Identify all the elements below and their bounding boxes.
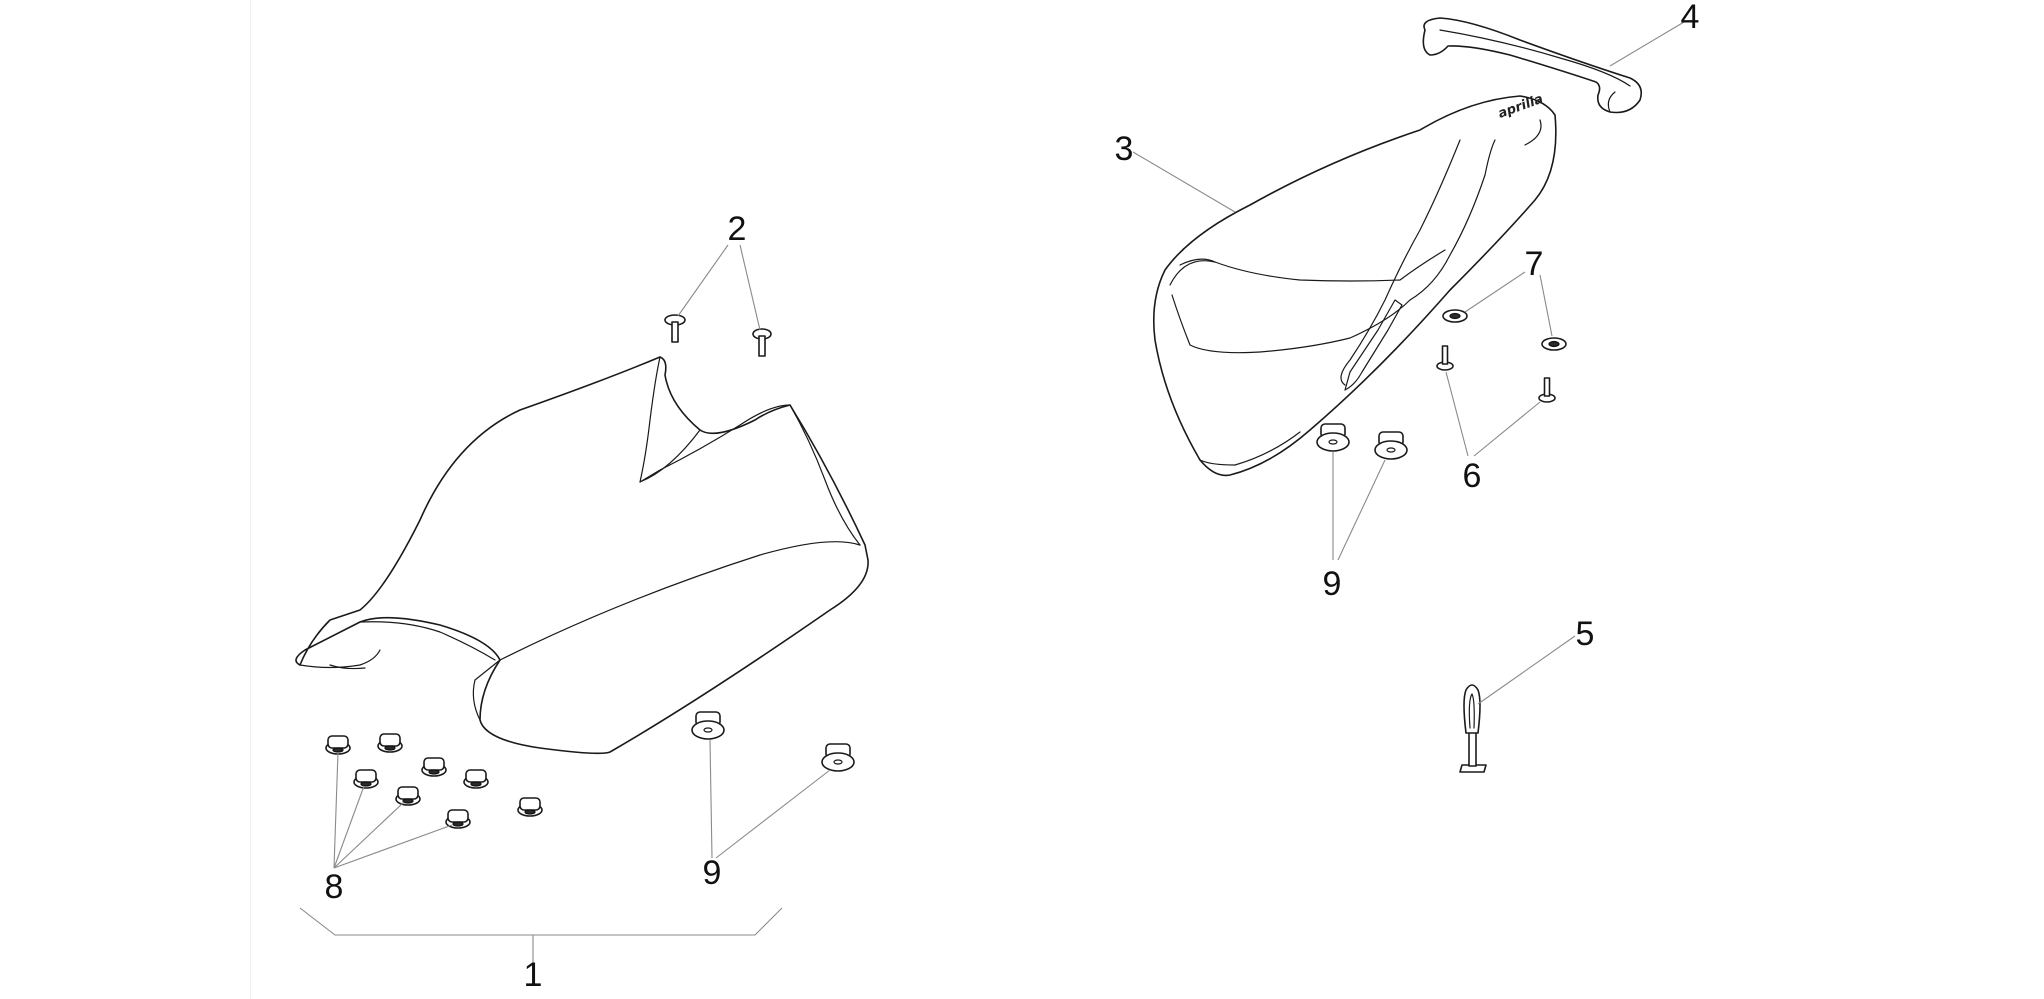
callout-4: 4	[1681, 0, 1700, 36]
washers	[1442, 309, 1567, 351]
callout-9-left: 9	[703, 854, 722, 892]
callout-2: 2	[728, 210, 747, 248]
callout-8: 8	[325, 868, 344, 906]
callout-7: 7	[1525, 245, 1544, 283]
callout-1: 1	[524, 956, 543, 994]
seat-rubber-buffers	[325, 733, 543, 829]
callout-3: 3	[1115, 130, 1134, 168]
seat-dampers	[1316, 423, 1408, 460]
callout-5: 5	[1576, 615, 1595, 653]
passenger-seat-cover: aprilia	[1152, 92, 1557, 477]
seat-dampers	[691, 711, 855, 772]
callout-9-right: 9	[1323, 565, 1342, 603]
callout-labels: 1 2 3 4 5 6 7 8 9 9	[325, 0, 1700, 994]
seat-key-tool	[1459, 684, 1487, 773]
grab-handle	[1422, 17, 1643, 114]
cover-screws	[1436, 345, 1556, 403]
frame-divider	[250, 0, 251, 999]
screw-pair	[664, 314, 772, 357]
leader-lines	[299, 21, 1685, 968]
callout-6: 6	[1463, 457, 1482, 495]
rider-seat	[295, 356, 869, 755]
